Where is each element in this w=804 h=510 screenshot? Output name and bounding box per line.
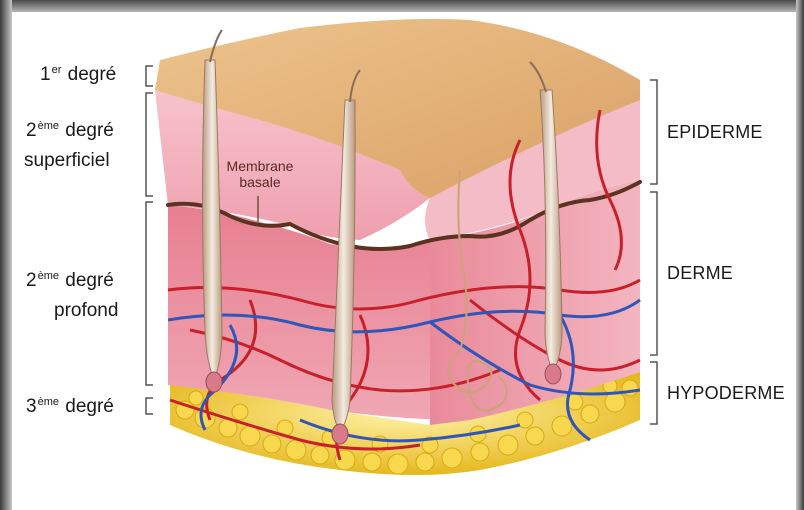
- label-profond: profond: [54, 300, 118, 322]
- layer-brackets: [650, 80, 657, 424]
- label-membrane-basale: Membrane basale: [210, 158, 310, 190]
- label-epiderme: EPIDERME: [667, 121, 763, 143]
- label-first-degree: 1er degré: [40, 64, 116, 86]
- label-third-degree: 3ème degré: [26, 396, 114, 418]
- label-second-degree-deep: 2ème degré: [26, 270, 114, 292]
- label-derme: DERME: [667, 262, 733, 284]
- label-hypoderme: HYPODERME: [667, 382, 785, 404]
- label-superficiel: superficiel: [24, 150, 110, 172]
- label-second-degree-superficial: 2ème degré: [26, 120, 114, 142]
- degree-brackets: [146, 66, 153, 414]
